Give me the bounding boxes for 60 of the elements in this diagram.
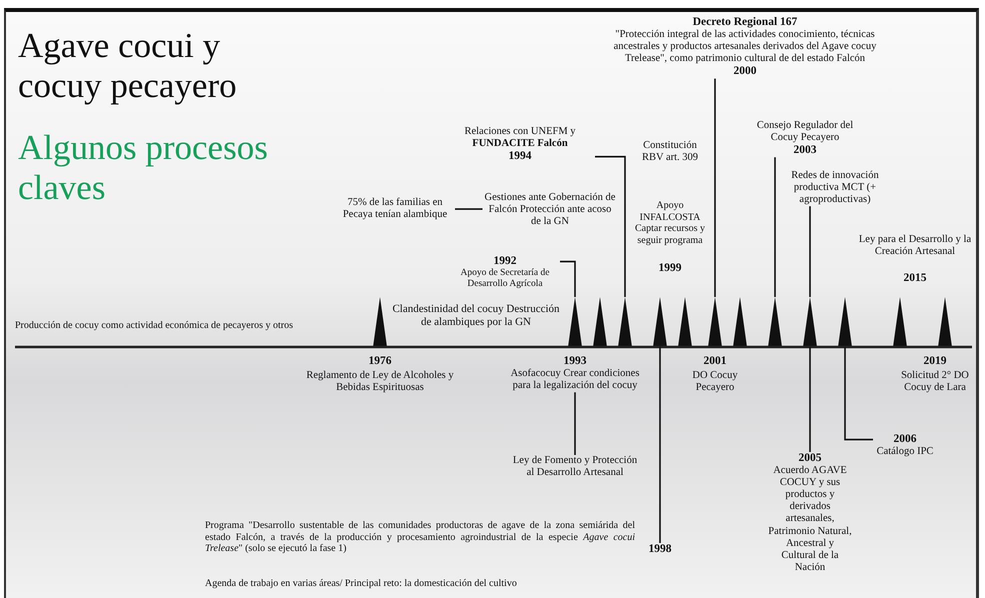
note-text: Agenda de trabajo en varias áreas/ Principal reto: la domesticación del cultivo: [205, 578, 518, 590]
title: Agave cocui y cocuy pecayero: [18, 26, 238, 106]
year-label: 2001: [702, 355, 728, 368]
leader-line: [774, 157, 776, 297]
event-text: Apoyo INFALCOSTA Captar recursos y seguir programa: [634, 200, 706, 246]
subtitle: Algunos procesos claves: [18, 128, 269, 208]
event-text: Acuerdo AGAVE COCUY y sus productos y derivados artesanales, Patrimonio Natural, Ancestral y Cultural de la Nación: [768, 465, 852, 574]
year-label: 2005: [798, 452, 822, 466]
year-label: 1993: [562, 355, 588, 368]
year-label: 2015: [902, 272, 928, 286]
event-text: Reglamento de Ley de Alcoholes y Bebidas Espirituosas: [305, 370, 455, 394]
year-label: 2019: [922, 355, 948, 368]
event-text: Relaciones con UNEFM y FUNDACITE Falcón: [463, 126, 577, 150]
event-text: Clandestinidad del cocuy Destrucción de alambiques por la GN: [391, 303, 561, 328]
timeline-spike: [618, 297, 632, 347]
event-text: Consejo Regulador del Cocuy Pecayero: [756, 120, 854, 144]
event-text: "Protección integral de las actividades conocimiento, técnicas ancestrales y productos artesanales derivados del Agave cocuy Trelease", como patrimonio cultural de del estado Falcón: [612, 29, 878, 66]
timeline-spike: [893, 297, 907, 347]
event-text: Catálogo IPC: [876, 446, 934, 458]
leader-line: [659, 347, 661, 543]
year-label: 1976: [368, 355, 392, 368]
leader-line: [595, 156, 626, 297]
event-text: Asofacocuy Crear condiciones para la legalización del cocuy: [510, 368, 640, 392]
timeline-spike: [768, 297, 782, 347]
year-label: 1998: [644, 543, 676, 556]
timeline-spike: [938, 297, 952, 347]
event-text: Gestiones ante Gobernación de Falcón Protección ante acoso de la GN: [482, 192, 618, 228]
leader-line: [714, 78, 716, 297]
year-label: 1999: [658, 262, 682, 276]
event-heading: Decreto Regional 167: [692, 16, 798, 30]
event-text: 75% de las familias en Pecaya tenían alambique: [335, 197, 455, 222]
timeline-spike: [803, 297, 817, 347]
program-note: Programa "Desarrollo sustentable de las comunidades productoras de agave de la zona semiárida del estado Falcón, a través de la producción y procesamiento agroindustrial de la especie Agave cocui Trelease" (solo se ejecutó la fase 1): [205, 520, 635, 554]
event-text: Solicitud 2° DO Cocuy de Lara: [900, 370, 970, 394]
event-text: Ley para el Desarrollo y la Creación Artesanal: [858, 234, 972, 258]
leader-line: [560, 260, 576, 297]
event-text: Ley de Fomento y Protección al Desarrollo Artesanal: [510, 455, 640, 480]
leader-line: [455, 208, 482, 210]
axis-label: Producción de cocuy como actividad económica de pecayeros y otros: [15, 320, 294, 332]
timeline-spike: [678, 297, 692, 347]
timeline-spike: [838, 297, 852, 347]
year-label: 2000: [732, 65, 758, 79]
year-label: 1992: [492, 255, 518, 268]
timeline-spike: [733, 297, 747, 347]
timeline-spike: [653, 297, 667, 347]
event-text: DO Cocuy Pecayero: [691, 370, 739, 394]
timeline-spike: [708, 297, 722, 347]
leader-line: [809, 206, 811, 297]
event-text: Redes de innovación productiva MCT (+ agroproductivas): [785, 170, 885, 206]
event-text: Constitución RBV art. 309: [640, 140, 700, 164]
leader-line: [844, 347, 873, 440]
event-text: Apoyo de Secretaría de Desarrollo Agrícola: [460, 268, 550, 290]
year-label: 2003: [792, 144, 818, 158]
timeline-spike: [373, 297, 387, 347]
leader-line: [574, 392, 576, 455]
timeline-spike: [568, 297, 582, 347]
timeline-spike: [593, 297, 607, 347]
year-label: 1994: [508, 150, 532, 164]
leader-line: [809, 347, 811, 452]
year-label: 2006: [892, 433, 918, 446]
